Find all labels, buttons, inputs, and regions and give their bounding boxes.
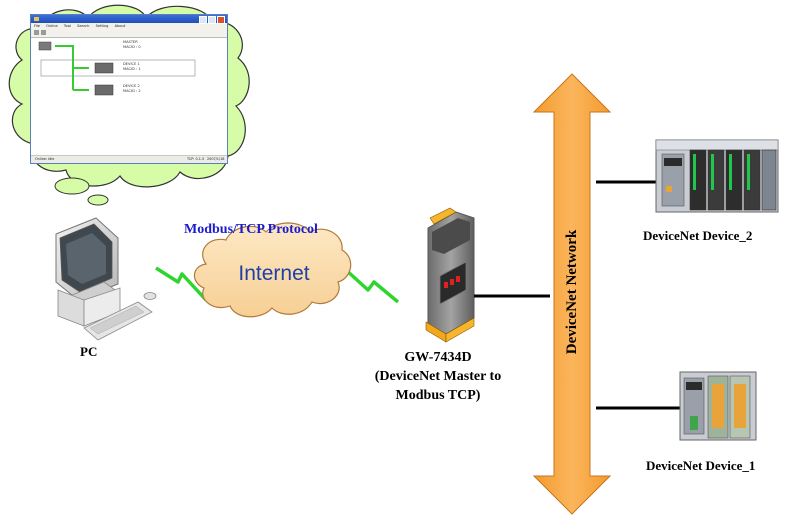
gateway-model: GW-7434D: [404, 350, 472, 365]
protocol-label: Modbus/TCP Protocol: [184, 222, 318, 237]
window-menu-bar: File Online Tool Search Setting About: [31, 23, 227, 29]
window-toolbar: [31, 29, 227, 38]
tree-node-master: MASTER MACID : 0: [123, 40, 141, 49]
internet-label: Internet: [238, 262, 310, 285]
gateway-device-icon: [425, 207, 475, 343]
internet-cloud: [193, 222, 352, 318]
gateway-desc-line1: (DeviceNet Master to: [374, 369, 502, 384]
window-status-bar: Online: Idle TCP: 0.1.5 2007/1/18: [31, 155, 227, 163]
lightning-left-icon: [155, 266, 208, 302]
device1-rack-icon: [679, 371, 757, 441]
node-id: MACID : 2: [123, 88, 141, 93]
status-mid: TCP: 0.1.5: [187, 157, 205, 161]
node-name: MASTER: [123, 40, 138, 44]
menu-item: About: [114, 24, 126, 28]
pc-computer-icon: [55, 217, 157, 341]
menu-item: Tool: [63, 24, 71, 28]
network-label: DeviceNet Network: [564, 229, 580, 355]
tree-node-device-1: DEVICE 1 MACID : 1: [123, 62, 141, 71]
network-bus-arrow: [532, 73, 612, 515]
toolbar-icon: [34, 30, 39, 35]
gateway-label: GW-7434D (DeviceNet Master to Modbus TCP…: [372, 348, 504, 405]
menu-item: Online: [46, 24, 58, 28]
menu-item: Search: [77, 24, 90, 28]
node-name: DEVICE 2: [123, 84, 140, 88]
lightning-right-icon: [344, 268, 400, 304]
tree-node-device-2: DEVICE 2 MACID : 2: [123, 84, 141, 93]
node-name: DEVICE 1: [123, 62, 140, 66]
software-screenshot-window: File Online Tool Search Setting About MA…: [30, 14, 228, 164]
status-right: 2007/1/18: [207, 157, 225, 161]
app-icon: [34, 17, 39, 21]
close-icon: [217, 16, 225, 24]
maximize-icon: [208, 16, 216, 24]
menu-item: File: [34, 24, 41, 28]
node-id: MACID : 1: [123, 66, 141, 71]
device1-label: DeviceNet Device_1: [646, 458, 756, 473]
minimize-icon: [199, 16, 207, 24]
toolbar-icon: [41, 30, 46, 35]
status-left: Online: Idle: [35, 157, 55, 161]
thought-bubbles: [54, 177, 109, 206]
menu-item: Setting: [95, 24, 109, 28]
gateway-desc-line2: Modbus TCP): [395, 388, 481, 403]
window-tree-view: MASTER MACID : 0 DEVICE 1 MACID : 1 DEVI…: [33, 38, 225, 155]
device2-rack-icon: [655, 139, 779, 213]
window-controls: [199, 16, 225, 24]
node-id: MACID : 0: [123, 44, 141, 49]
pc-label: PC: [80, 344, 98, 359]
device2-label: DeviceNet Device_2: [643, 228, 753, 243]
window-titlebar: [31, 15, 227, 24]
